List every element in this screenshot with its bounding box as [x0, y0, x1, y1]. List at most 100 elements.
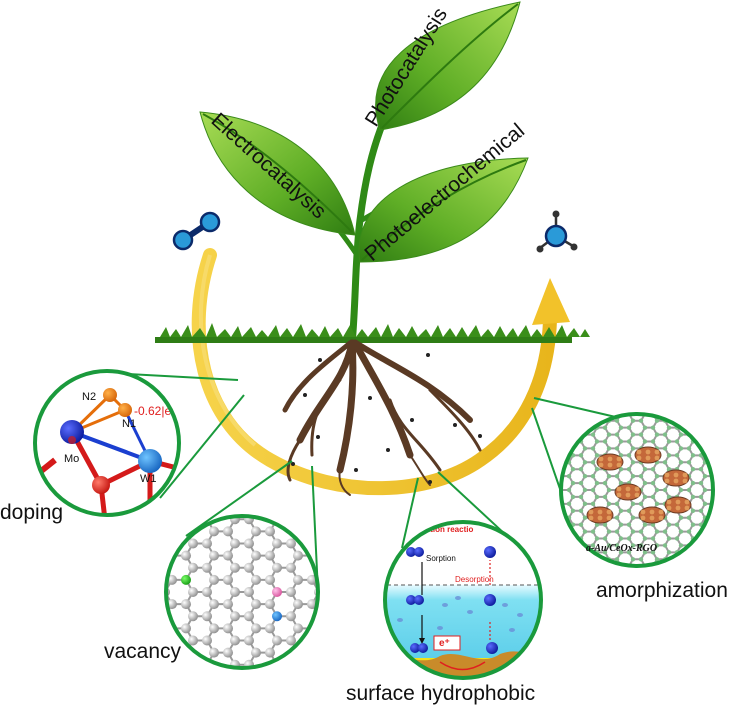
lattice-atom	[650, 494, 656, 500]
lattice-atom	[244, 611, 254, 622]
lattice-atom	[578, 467, 584, 472]
nanoparticle-atom	[616, 462, 622, 468]
lattice-atom	[690, 453, 696, 458]
lattice-atom	[602, 564, 608, 565]
nanoparticle-atom	[597, 515, 603, 521]
lattice-atom	[582, 418, 588, 423]
lattice-bond	[665, 407, 669, 414]
lattice-atom	[618, 522, 624, 527]
nanoparticle-atom	[654, 449, 660, 455]
lattice-atom	[602, 480, 608, 486]
lattice-atom	[230, 587, 240, 597]
lattice-atom	[614, 446, 620, 451]
nanoparticle	[586, 506, 614, 524]
lattice-bond	[185, 652, 194, 666]
lattice-atom	[631, 405, 635, 409]
lattice-atom	[188, 659, 198, 667]
lattice-bond	[557, 525, 561, 532]
lattice-bond	[713, 511, 717, 518]
lattice-atom	[654, 501, 660, 507]
lattice-atom	[251, 623, 261, 634]
lattice-atom	[606, 543, 612, 548]
lattice-atom	[566, 501, 572, 507]
nanoparticle-atom	[658, 509, 664, 515]
lattice-atom	[678, 515, 684, 520]
lattice-bond	[557, 448, 561, 455]
lattice-atom	[630, 543, 636, 548]
lattice-atom	[666, 453, 672, 458]
lattice-bond	[713, 518, 717, 525]
nanoparticle-atom	[606, 509, 612, 515]
lattice-atom	[666, 522, 672, 527]
amorph-caption: a-Au/CeOx-RGO	[586, 543, 657, 554]
nanoparticle-atom	[640, 509, 646, 515]
lattice-atom	[594, 564, 600, 565]
lattice-atom	[618, 508, 624, 513]
lattice-atom	[265, 574, 275, 585]
lattice-atom	[710, 515, 712, 520]
nanoparticle-atom	[673, 478, 679, 484]
lattice-bond	[580, 420, 586, 429]
lattice-atom	[202, 562, 212, 573]
lattice-atom	[630, 460, 636, 465]
caption-amorphization: amorphization	[596, 579, 728, 602]
lattice-atom	[614, 529, 620, 534]
caption-surface-hydrophobic: surface hydrophobic	[346, 682, 535, 705]
nanoparticle	[664, 496, 692, 514]
nanoparticle-atom	[684, 499, 690, 505]
nanoparticle-atom	[625, 486, 631, 492]
lattice-atom	[293, 550, 303, 561]
lattice-atom	[666, 564, 672, 565]
lattice-atom	[590, 473, 596, 479]
lattice-atom	[590, 501, 596, 507]
lattice-atom	[710, 460, 712, 465]
lattice-atom	[606, 529, 612, 534]
lattice-atom	[251, 502, 261, 512]
nanoparticle-atom	[634, 486, 640, 492]
lattice-atom	[602, 536, 608, 541]
lattice-bond	[713, 504, 717, 511]
lattice-atom	[570, 494, 576, 500]
lattice-atom	[614, 543, 620, 548]
lattice-atom	[209, 623, 219, 634]
nanoparticle-atom	[616, 486, 622, 492]
lattice-atom	[686, 446, 692, 451]
lattice-atom	[251, 672, 261, 682]
lattice-atom	[286, 562, 296, 573]
lattice-atom	[638, 501, 644, 507]
lattice-atom	[555, 509, 559, 513]
lattice-atom	[582, 501, 588, 507]
lattice-atom	[188, 562, 198, 573]
lattice-atom	[638, 473, 644, 479]
lattice-atom	[202, 635, 212, 646]
lattice-atom	[590, 418, 596, 423]
lattice-atom	[570, 480, 576, 486]
lattice-atom	[698, 467, 704, 472]
lattice-atom	[638, 529, 644, 534]
nanoparticle-atom	[607, 456, 613, 462]
nanoparticle-atom	[616, 492, 622, 498]
lattice-atom	[602, 550, 608, 555]
lattice-bond	[557, 455, 561, 462]
lattice-atom	[618, 480, 624, 486]
lattice-atom	[654, 529, 660, 534]
lattice-atom	[209, 599, 219, 610]
lattice-atom	[286, 635, 296, 646]
lattice-atom	[626, 508, 632, 513]
lattice-atom	[570, 508, 576, 513]
lattice-atom	[286, 611, 296, 622]
lattice-atom	[244, 659, 254, 667]
lattice-atom	[188, 587, 198, 597]
sorption-label: Sorption	[426, 554, 456, 563]
leaf-electrocatalysis: Electrocatalysis	[199, 109, 356, 236]
leaf-photoelectrochemical: Photoelectrochemical	[358, 119, 529, 266]
lattice-atom	[626, 453, 632, 458]
lattice-atom	[715, 481, 719, 485]
nanoparticle-atom	[640, 515, 646, 521]
lattice-atom	[674, 536, 680, 541]
lattice-atom	[663, 405, 667, 409]
lattice-atom	[606, 473, 612, 479]
lattice-atom	[642, 536, 648, 541]
lattice-bond	[557, 518, 561, 525]
